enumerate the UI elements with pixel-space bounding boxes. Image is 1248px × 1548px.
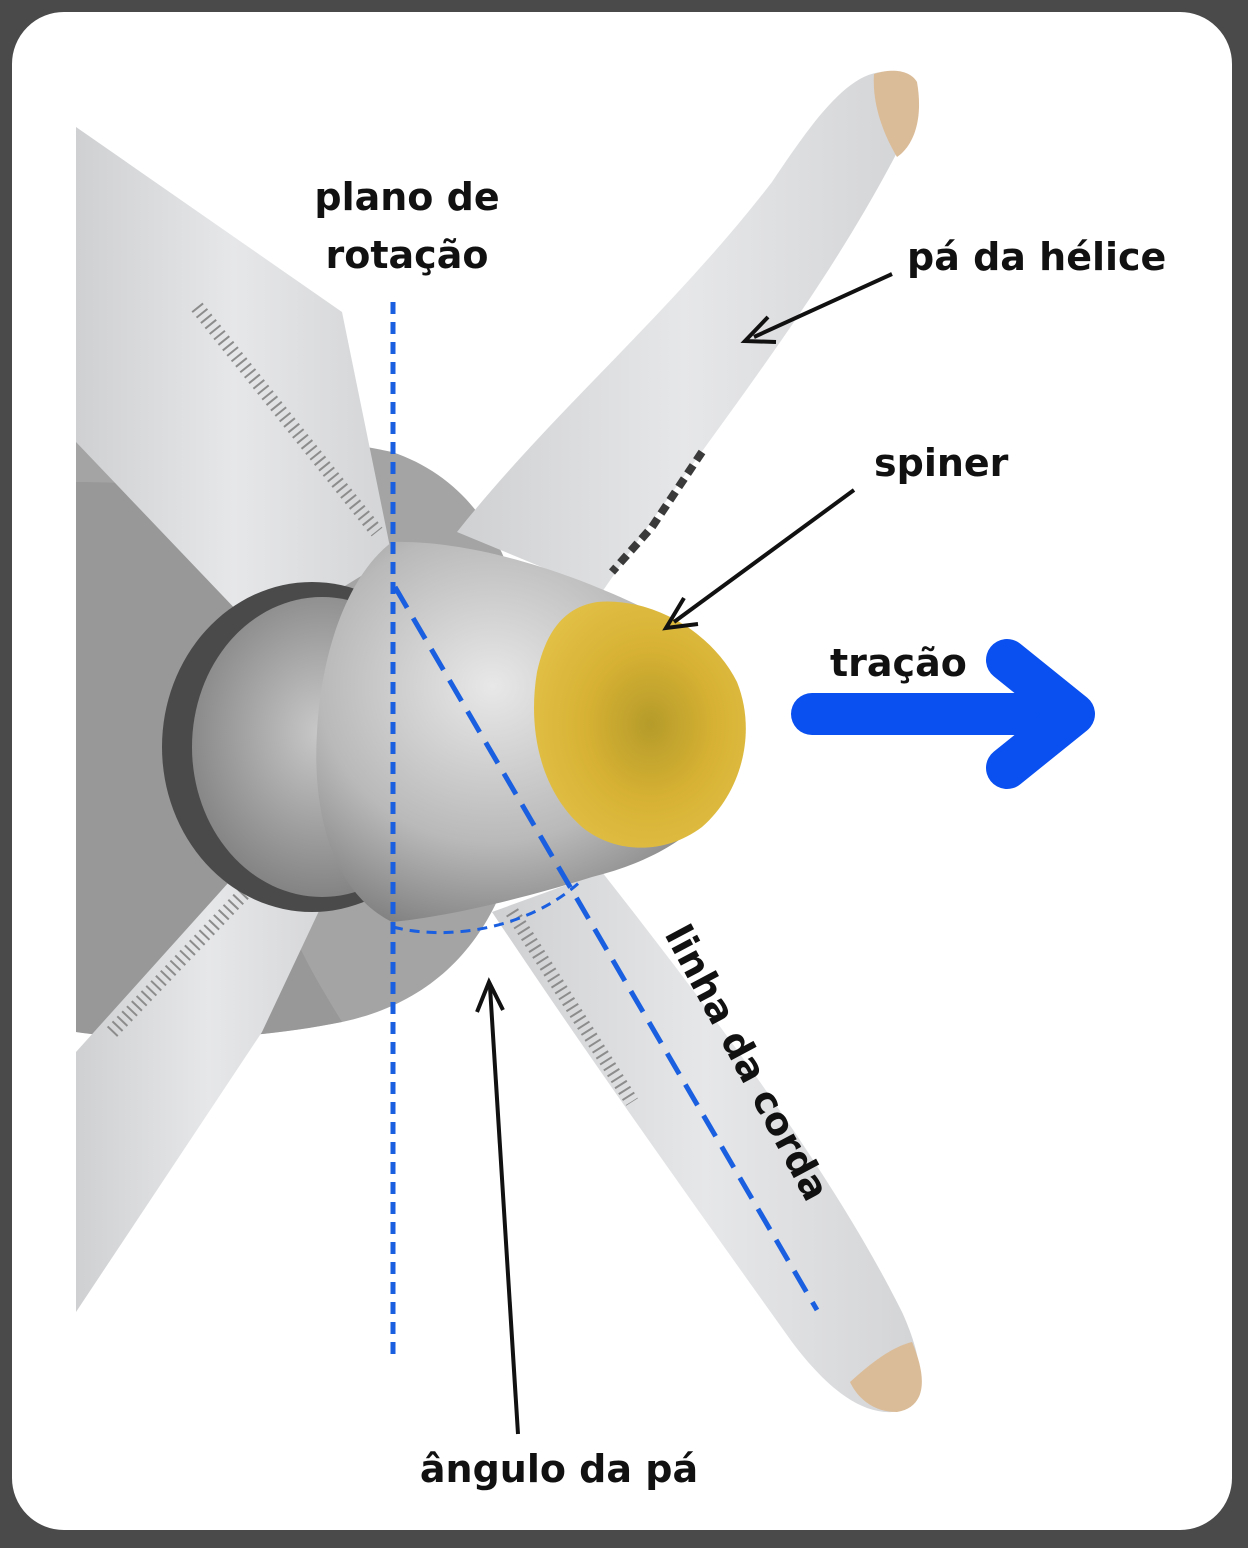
blade-lower-right	[492, 872, 920, 1413]
spinner-pointer-arrow	[662, 488, 856, 631]
blade-upper-right	[457, 72, 912, 592]
thrust-label: tração	[830, 641, 967, 685]
blade-lower-left	[76, 812, 342, 1312]
spinner-cap	[534, 601, 746, 848]
blade-angle-label: ângulo da pá	[420, 1447, 698, 1491]
thrust-arrow	[791, 639, 1095, 789]
blade-upper-right-tip	[873, 70, 920, 157]
rotation-plane-label-line2: rotação	[326, 233, 489, 277]
blade-lower-right-tip	[850, 1342, 922, 1412]
blade-angle-arc	[392, 878, 584, 935]
blade-label: pá da hélice	[907, 235, 1166, 279]
spinner-label: spiner	[874, 441, 1009, 485]
blade-angle-pointer-arrow	[475, 977, 520, 1435]
blade-pointer-arrow	[740, 272, 893, 344]
propeller-diagram: plano de rotação pá da hélice spiner tra…	[76, 70, 1166, 1491]
diagram-frame: plano de rotação pá da hélice spiner tra…	[8, 8, 1236, 1534]
blade-upper-right-marks	[609, 449, 706, 575]
chord-line	[392, 585, 820, 1312]
blade-upper-left	[76, 127, 392, 637]
blade-lower-right-ribs	[506, 908, 638, 1106]
rotation-plane-label-line1: plano de	[314, 175, 499, 219]
